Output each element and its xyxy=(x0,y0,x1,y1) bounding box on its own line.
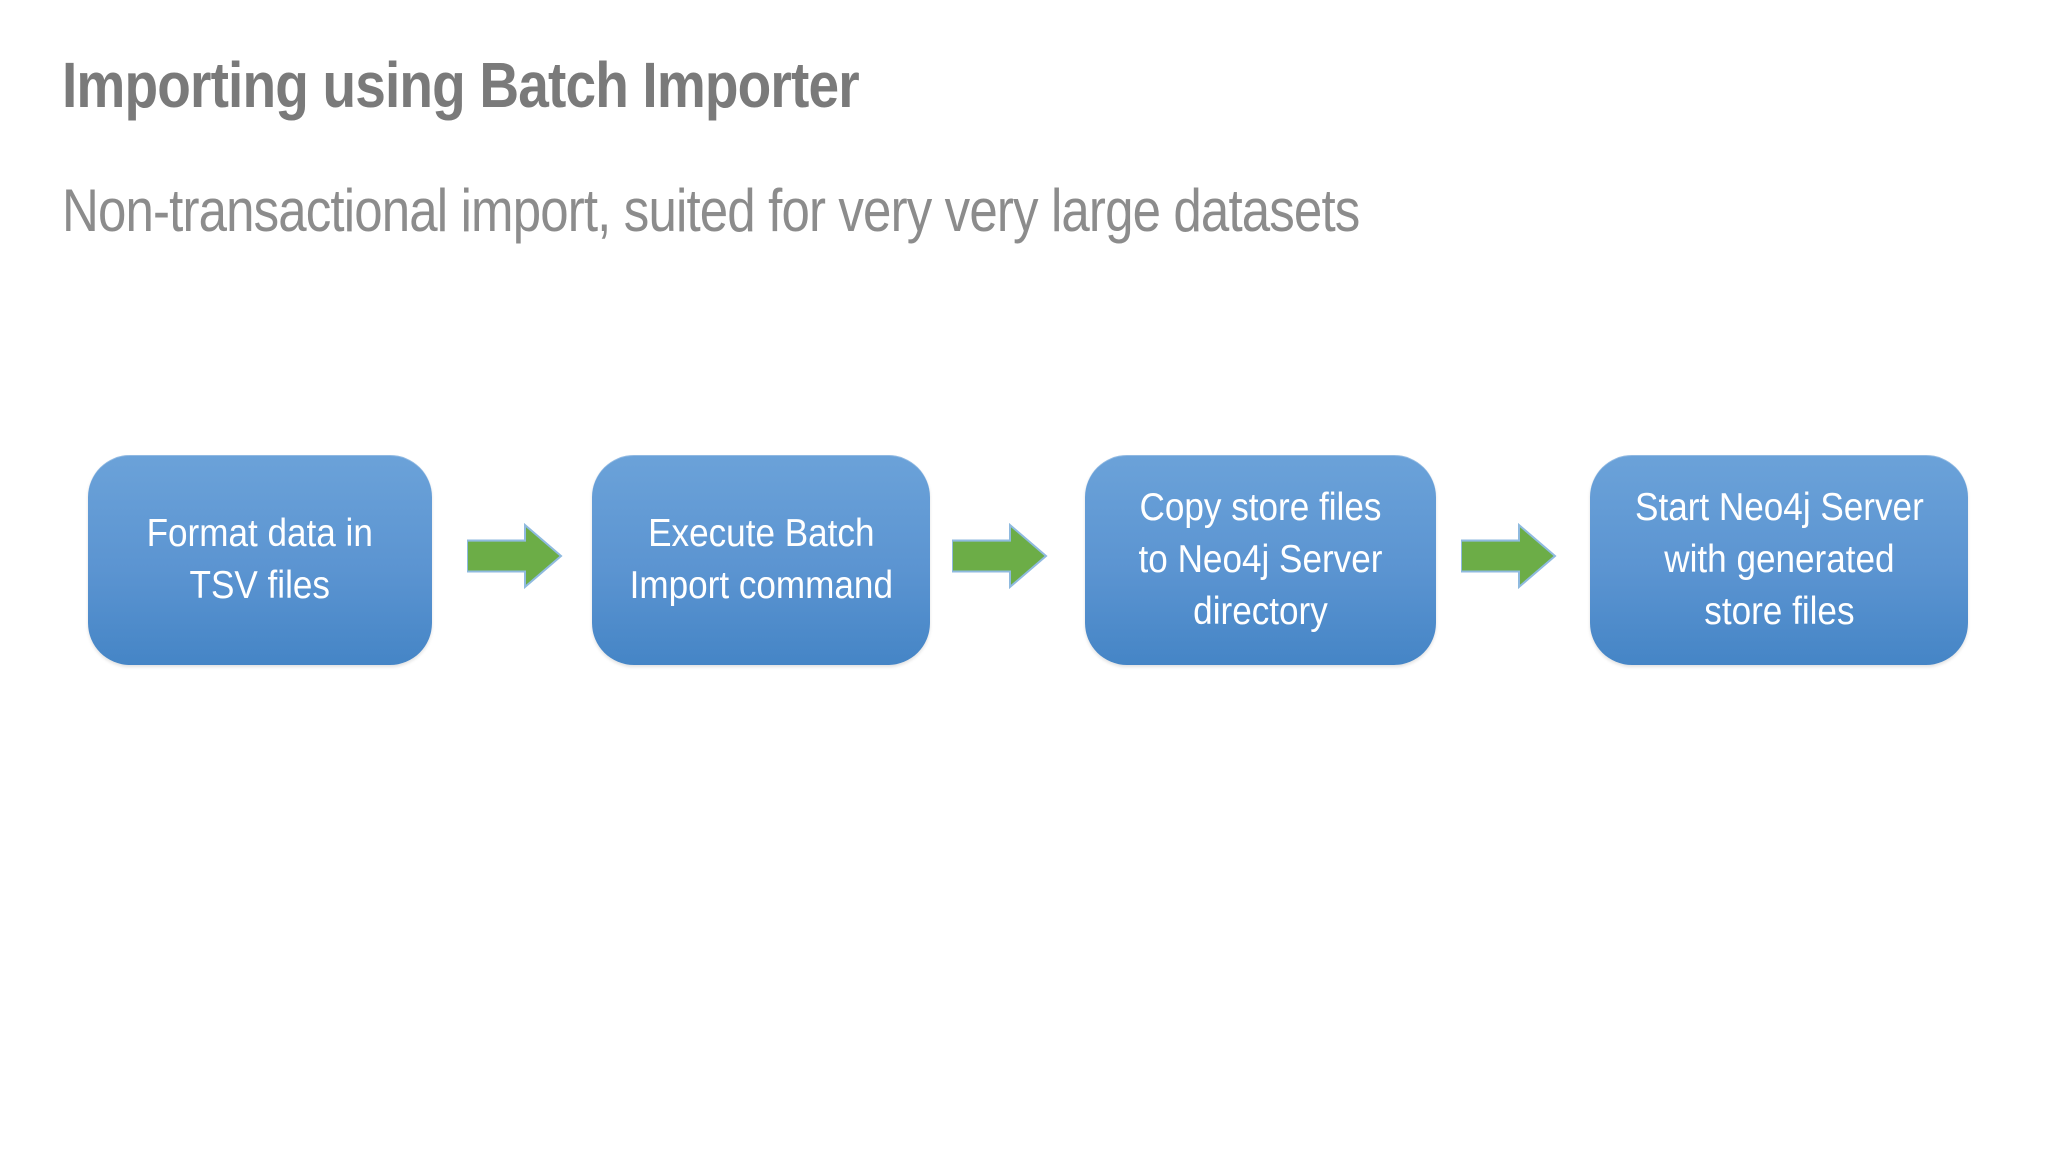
flow-step-label: Start Neo4j Server with generated store … xyxy=(1634,486,1924,633)
arrow-right-icon xyxy=(1461,523,1557,589)
slide-title: Importing using Batch Importer xyxy=(62,49,860,121)
flow-step-copy-store-files: Copy store files to Neo4j Server directo… xyxy=(1085,455,1436,665)
flow-step-label: Execute Batch Import command xyxy=(629,512,893,607)
flow-step-start-neo4j-server: Start Neo4j Server with generated store … xyxy=(1590,455,1968,665)
flow-step-label: Format data in TSV files xyxy=(146,512,374,607)
arrow-right-icon xyxy=(952,523,1048,589)
flow-step-execute-batch-import: Execute Batch Import command xyxy=(592,455,930,665)
slide-subtitle: Non-transactional import, suited for ver… xyxy=(62,177,1360,244)
flow-step-format-tsv-files: Format data in TSV files xyxy=(88,455,432,665)
flow-step-label: Copy store files to Neo4j Server directo… xyxy=(1138,486,1383,633)
arrow-right-icon xyxy=(467,523,563,589)
